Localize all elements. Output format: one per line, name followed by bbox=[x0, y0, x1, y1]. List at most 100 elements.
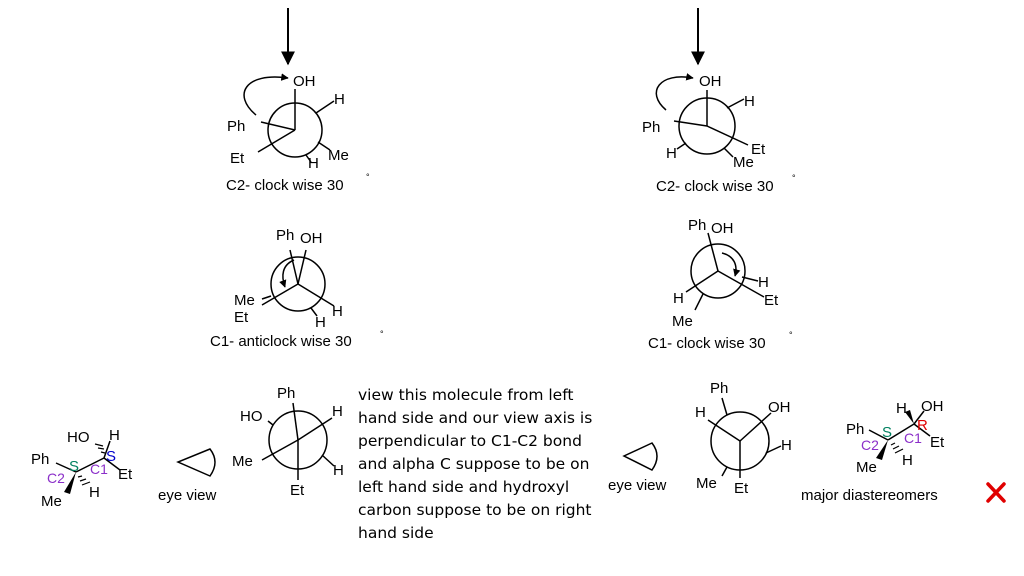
label-me: Me bbox=[672, 313, 693, 330]
bond-h-lower bbox=[676, 142, 687, 150]
label-c1: C1 bbox=[90, 461, 108, 477]
label-et: Et bbox=[118, 466, 133, 483]
eye-view-label: eye view bbox=[608, 477, 667, 494]
label-c1: C1 bbox=[904, 430, 922, 446]
label-ph: Ph bbox=[688, 217, 706, 234]
label-r-red: R bbox=[917, 417, 928, 434]
newman-bottom-right: Ph H OH H Me Et bbox=[695, 380, 792, 497]
explanation-line: hand side and our view axis is bbox=[358, 409, 593, 427]
bond-oh bbox=[297, 249, 307, 285]
bond-me-back bbox=[317, 141, 331, 151]
label-me: Me bbox=[856, 459, 877, 476]
bond-ph-c2 bbox=[868, 429, 889, 441]
bond-ph bbox=[289, 249, 299, 285]
bond-me bbox=[694, 293, 704, 311]
bond-h-upper bbox=[707, 419, 741, 442]
bond-ho bbox=[267, 420, 274, 426]
bond-h-back bbox=[726, 98, 745, 109]
newman-mid-right: Ph OH H Et H Me C1- clock wise 30 ° bbox=[648, 217, 793, 352]
degree-symbol: ° bbox=[380, 329, 384, 339]
bond-h-right bbox=[741, 276, 759, 282]
newman-bottom-left: Ph HO H Me H Et bbox=[232, 385, 344, 499]
bond-h-right bbox=[297, 283, 335, 307]
label-s-blue: S bbox=[106, 448, 116, 465]
label-oh: OH bbox=[300, 230, 323, 247]
caption: C1- clock wise 30 bbox=[648, 335, 766, 352]
bond-me bbox=[261, 295, 272, 300]
label-oh: OH bbox=[921, 398, 944, 415]
degree-symbol: ° bbox=[789, 330, 793, 340]
label-h: H bbox=[334, 91, 345, 108]
label-ph: Ph bbox=[642, 119, 660, 136]
label-h-left: H bbox=[673, 290, 684, 307]
label-et: Et bbox=[234, 309, 249, 326]
caption: C1- anticlock wise 30 bbox=[210, 333, 352, 350]
label-h-bottom: H bbox=[308, 155, 319, 172]
label-et: Et bbox=[734, 480, 749, 497]
explanation-line: and alpha C suppose to be on bbox=[358, 455, 590, 473]
label-ph: Ph bbox=[277, 385, 295, 402]
newman-top-right: OH H Ph Et H Me C2- clock wise 30 ° bbox=[642, 8, 796, 195]
wedge-bond-me bbox=[876, 440, 888, 460]
explanation-text: view this molecule from left hand side a… bbox=[358, 384, 608, 545]
hash-bond-h bbox=[77, 475, 91, 486]
bond-ph bbox=[721, 397, 728, 416]
label-h-top: H bbox=[109, 427, 120, 444]
explanation-line: left hand side and hydroxyl bbox=[358, 478, 570, 496]
bond-h-bottom bbox=[305, 154, 312, 163]
label-ph: Ph bbox=[846, 421, 864, 438]
cross-mark-icon bbox=[986, 482, 1006, 503]
bond-ph bbox=[707, 232, 719, 272]
label-oh: OH bbox=[699, 73, 722, 90]
label-et: Et bbox=[764, 292, 779, 309]
bond-ph bbox=[292, 402, 299, 441]
eye-view-label: eye view bbox=[158, 487, 217, 504]
label-h-right: H bbox=[332, 303, 343, 320]
label-ph: Ph bbox=[276, 227, 294, 244]
bond-me bbox=[261, 439, 299, 461]
bond-oh bbox=[739, 412, 772, 442]
bond-h-lower bbox=[321, 454, 335, 467]
bond-c1-et bbox=[913, 423, 931, 437]
bond-et bbox=[717, 270, 765, 298]
label-h-upper: H bbox=[695, 404, 706, 421]
label-h: H bbox=[744, 93, 755, 110]
label-s-green: S bbox=[69, 458, 79, 475]
zigzag-structure-left: HO H Ph S S C1 C2 Et Me H bbox=[31, 427, 133, 510]
wedge-bond-h bbox=[905, 410, 914, 424]
bond-h-left bbox=[685, 270, 719, 293]
label-h-bottom: H bbox=[902, 452, 913, 469]
bond-me bbox=[723, 147, 734, 158]
degree-symbol: ° bbox=[792, 173, 796, 183]
zigzag-structure-right: H OH Ph S R C2 C1 Et Me H major diastere… bbox=[801, 398, 1006, 504]
label-c2: C2 bbox=[47, 470, 65, 486]
bond-c2-c1 bbox=[75, 457, 105, 473]
bond-c1-et bbox=[103, 457, 121, 471]
bond-h-back bbox=[315, 100, 335, 114]
eye-icon bbox=[622, 442, 658, 471]
bond-et bbox=[706, 125, 749, 146]
degree-symbol: ° bbox=[366, 172, 370, 182]
label-oh: OH bbox=[768, 399, 791, 416]
wedge-bond-me bbox=[64, 472, 76, 494]
label-s-green: S bbox=[882, 424, 892, 441]
label-me: Me bbox=[696, 475, 717, 492]
label-me: Me bbox=[733, 154, 754, 171]
newman-mid-left: Ph OH Me Et H H C1- anticlock wise 30 ° bbox=[210, 227, 384, 350]
rotation-arrow-icon bbox=[279, 259, 295, 288]
rotation-arrow-icon bbox=[655, 73, 694, 111]
bond-c1-oh bbox=[913, 410, 925, 425]
eye-view-right: eye view bbox=[608, 442, 667, 494]
bond-ph bbox=[260, 121, 296, 131]
label-ho: HO bbox=[67, 429, 90, 446]
label-c2: C2 bbox=[861, 437, 879, 453]
label-h-bottom: H bbox=[89, 484, 100, 501]
bond-me bbox=[721, 466, 728, 477]
newman-top-left: OH H Ph Et Me H C2- clock wise 30 ° bbox=[226, 8, 370, 194]
label-me: Me bbox=[41, 493, 62, 510]
label-oh: OH bbox=[711, 220, 734, 237]
caption: C2- clock wise 30 bbox=[656, 178, 774, 195]
rotation-arrow-icon bbox=[721, 252, 741, 277]
hash-bond-oh bbox=[94, 443, 106, 454]
explanation-line: view this molecule from left bbox=[358, 386, 574, 404]
